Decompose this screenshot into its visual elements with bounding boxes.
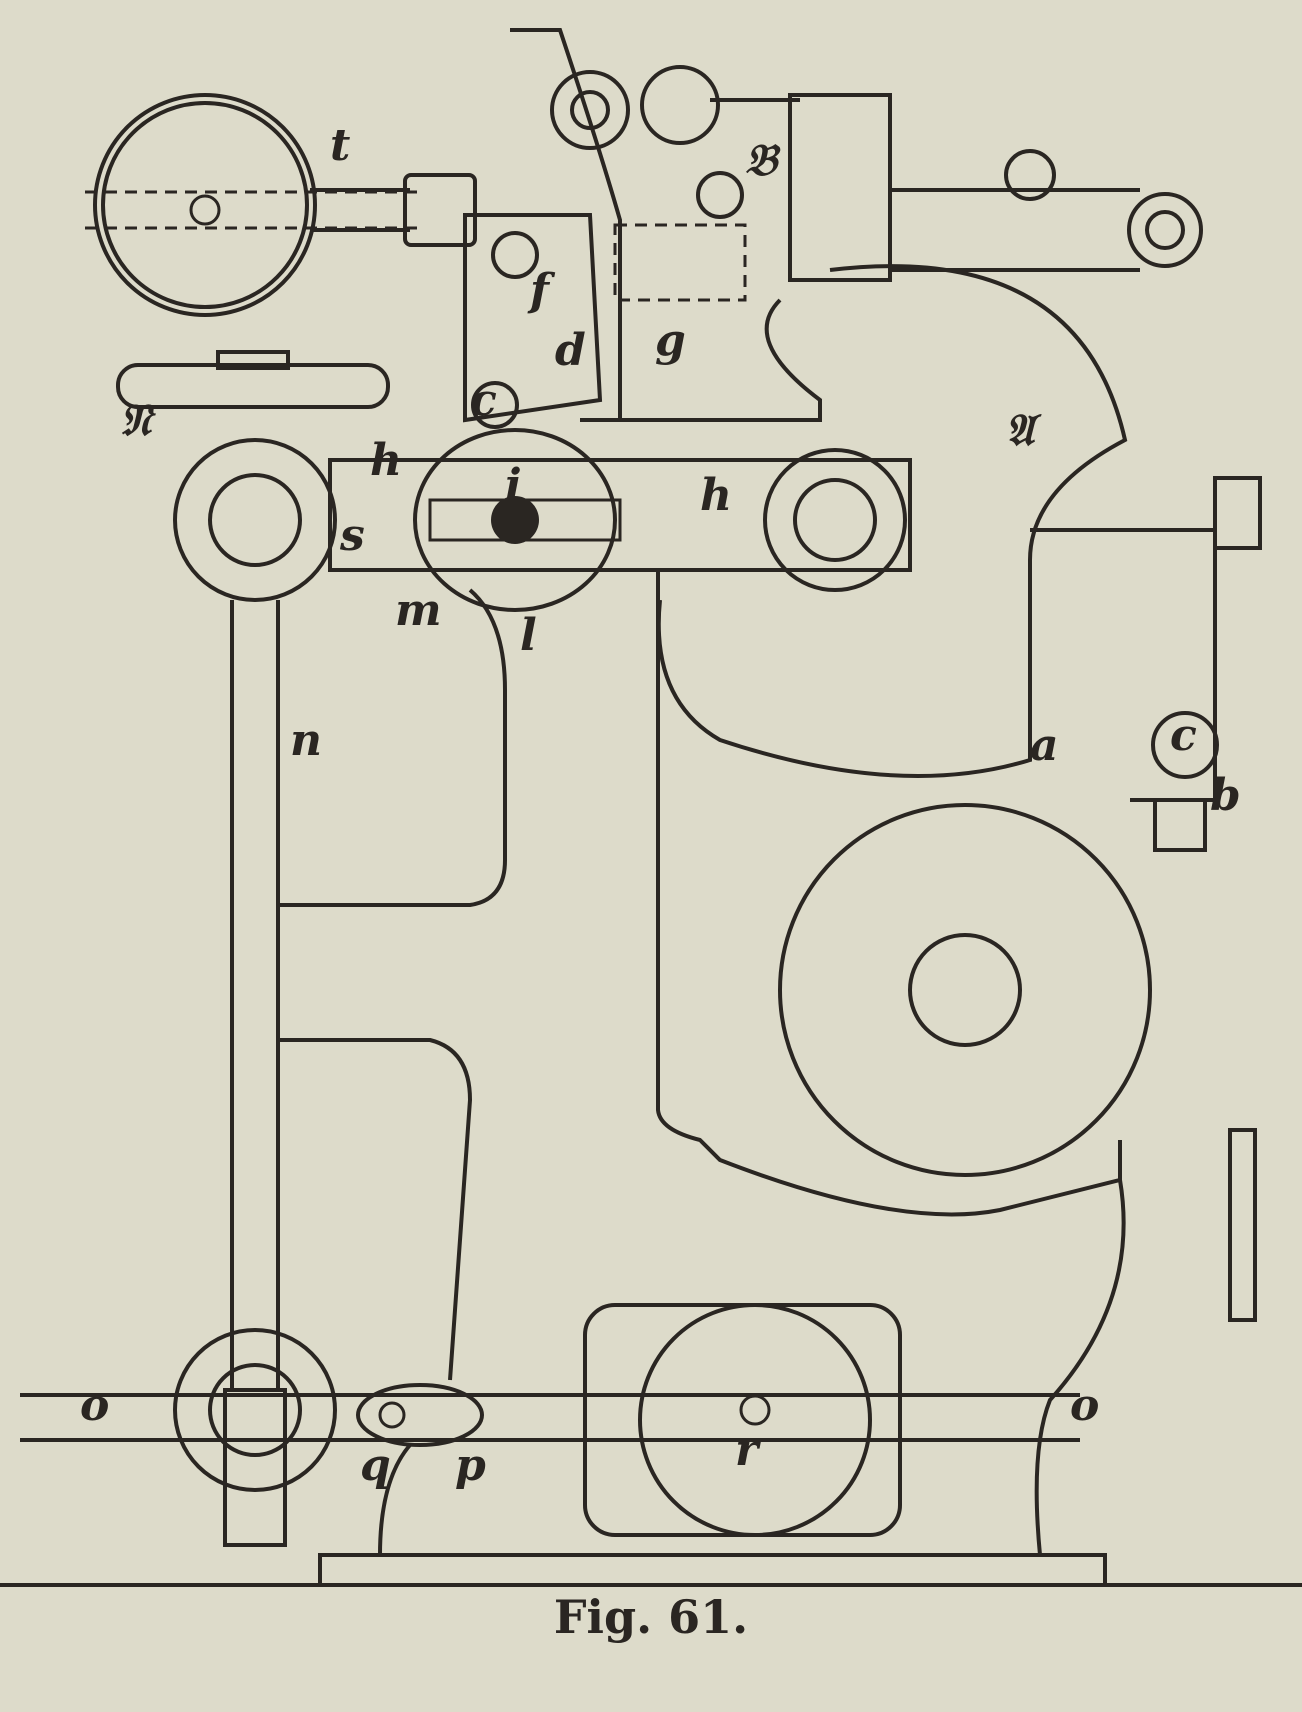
base-plate	[318, 1553, 1107, 1587]
hub-i	[413, 428, 617, 612]
cam-frame-r	[583, 1303, 902, 1537]
label-o: o	[1070, 1380, 1100, 1431]
bracket-f	[463, 213, 603, 423]
handwheel-N	[116, 363, 390, 409]
label-d: d	[555, 325, 586, 376]
label-h: h	[370, 435, 402, 486]
label-i: i	[505, 460, 522, 511]
label-B: 𝔅	[745, 135, 777, 186]
label-q: q	[360, 1440, 391, 1491]
label-n: n	[290, 715, 322, 766]
label-b: b	[1210, 770, 1241, 821]
wheel-t	[93, 93, 317, 317]
label-N: 𝔑	[120, 395, 152, 446]
label-h: h	[700, 470, 732, 521]
label-l: l	[520, 610, 537, 661]
hub-upper	[173, 438, 337, 602]
screw-lower	[223, 1388, 287, 1547]
block-B	[788, 93, 892, 282]
label-A: 𝔄	[1005, 405, 1035, 456]
roller	[778, 803, 1152, 1177]
frame-A	[656, 264, 1128, 778]
label-p: p	[455, 1440, 486, 1491]
label-g: g	[655, 315, 686, 366]
label-t: t	[330, 120, 351, 171]
label-m: m	[395, 585, 442, 636]
slot-p	[356, 1383, 484, 1447]
label-a: a	[1030, 720, 1059, 771]
label-c: c	[470, 375, 497, 426]
label-f: f	[530, 265, 549, 316]
label-r: r	[735, 1425, 759, 1476]
figure-caption: Fig. 61.	[553, 1590, 749, 1644]
label-s: s	[340, 510, 365, 561]
label-o: o	[80, 1380, 110, 1431]
label-c: c	[1170, 710, 1197, 761]
arm-h	[328, 458, 912, 572]
cam-r	[638, 1303, 872, 1537]
